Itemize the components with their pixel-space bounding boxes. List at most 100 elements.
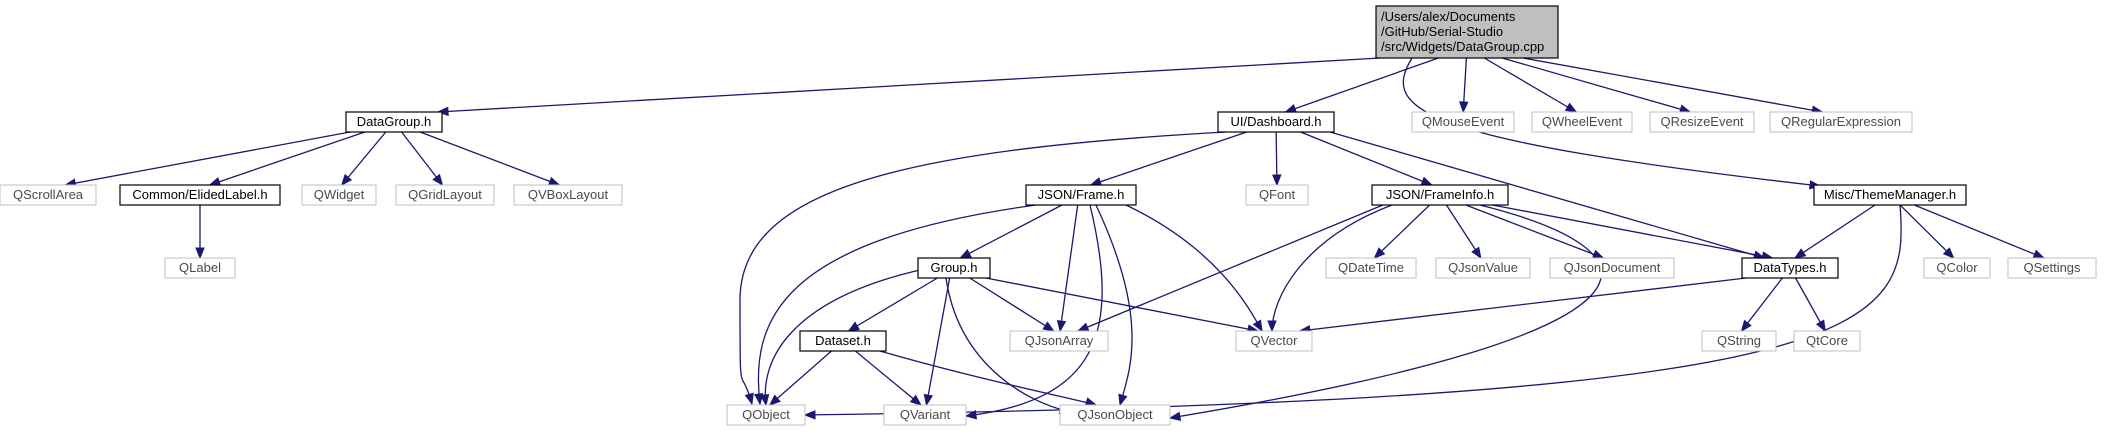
node-box-dataset_h <box>799 330 887 352</box>
edge-frameinfo_h-to-qjsonvalue <box>1445 204 1482 259</box>
edge-dashboard_h-to-datatypes_h <box>1329 131 1765 259</box>
node-frameinfo_h[interactable]: JSON/FrameInfo.h <box>1371 184 1509 206</box>
arrowhead-elidedlabel_h-to-qlabel <box>195 247 205 260</box>
node-qjsonobject: QJsonObject <box>1059 404 1171 426</box>
node-box-qvariant <box>883 404 967 426</box>
node-label-qdatetime: QDateTime <box>1338 260 1404 275</box>
node-label-root-line-2: /GitHub/Serial-Studio <box>1381 24 1503 39</box>
node-qsettings: QSettings <box>2007 257 2097 279</box>
node-box-datatypes_h <box>1741 257 1839 279</box>
node-label-qjsonvalue: QJsonValue <box>1448 260 1518 275</box>
node-box-qwidget <box>301 184 377 206</box>
edge-frameinfo_h-to-qjsonarray <box>1077 204 1384 332</box>
arrowhead-thememanager_h-to-datatypes_h <box>1793 248 1807 259</box>
edge-layer <box>63 57 2046 421</box>
edge-datagroup_h-to-qvboxlayout <box>419 131 560 186</box>
node-label-qresizeevent: QResizeEvent <box>1660 114 1743 129</box>
node-label-qvariant: QVariant <box>900 407 951 422</box>
node-qjsondocument: QJsonDocument <box>1549 257 1675 279</box>
node-box-frame_h <box>1025 184 1137 206</box>
node-box-qregexp <box>1769 111 1913 133</box>
edge-datatypes_h-to-qstring <box>1741 277 1783 332</box>
node-box-qgridlayout <box>395 184 495 206</box>
node-label-qsettings: QSettings <box>2023 260 2081 275</box>
node-box-qjsondocument <box>1549 257 1675 279</box>
arrowhead-group_h-to-qjsonarray <box>1042 321 1055 332</box>
node-label-qlabel: QLabel <box>179 260 221 275</box>
edge-dataset_h-to-qvariant <box>854 350 922 406</box>
node-label-qcolor: QColor <box>1936 260 1978 275</box>
node-box-qjsonvalue <box>1435 257 1531 279</box>
node-label-frameinfo_h: JSON/FrameInfo.h <box>1386 187 1494 202</box>
edge-frame_h-to-qvector <box>1125 204 1263 332</box>
node-label-datatypes_h: DataTypes.h <box>1754 260 1827 275</box>
node-qvboxlayout: QVBoxLayout <box>513 184 623 206</box>
node-dashboard_h[interactable]: UI/Dashboard.h <box>1217 111 1335 133</box>
edge-frameinfo_h-to-qvector <box>1271 204 1393 332</box>
node-thememanager_h[interactable]: Misc/ThemeManager.h <box>1813 184 1967 206</box>
arrowhead-datatypes_h-to-qstring <box>1740 319 1752 333</box>
edge-frame_h-to-qjsonarray <box>1059 204 1079 332</box>
arrowhead-frameinfo_h-to-qjsonarray <box>1076 322 1090 332</box>
node-box-qobject <box>726 404 806 426</box>
node-box-qjsonobject <box>1059 404 1171 426</box>
node-box-qstring <box>1701 330 1777 352</box>
node-box-dashboard_h <box>1217 111 1335 133</box>
arrowhead-frame_h-to-group_h <box>959 248 972 259</box>
node-root[interactable]: /Users/alex/Documents/GitHub/Serial-Stud… <box>1375 5 1559 59</box>
node-qobject: QObject <box>726 404 806 426</box>
edge-group_h-to-dataset_h <box>848 277 938 332</box>
node-box-frameinfo_h <box>1371 184 1509 206</box>
arrowhead-dashboard_h-to-frameinfo_h <box>1420 176 1434 186</box>
edge-datagroup_h-to-elidedlabel_h <box>209 131 366 186</box>
node-label-thememanager_h: Misc/ThemeManager.h <box>1824 187 1956 202</box>
node-label-qjsonarray: QJsonArray <box>1025 333 1094 348</box>
arrowhead-frame_h-to-qjsonobject <box>1118 393 1128 407</box>
node-datagroup_h[interactable]: DataGroup.h <box>345 111 443 133</box>
edge-dataset_h-to-qjsonobject <box>879 350 1097 406</box>
node-label-qobject: QObject <box>742 407 790 422</box>
arrowhead-frameinfo_h-to-qjsonobject <box>1168 411 1182 421</box>
arrowhead-group_h-to-qobject <box>759 393 770 407</box>
node-frame_h[interactable]: JSON/Frame.h <box>1025 184 1137 206</box>
node-elidedlabel_h[interactable]: Common/ElidedLabel.h <box>119 184 281 206</box>
node-box-qcolor <box>1923 257 1991 279</box>
node-box-qjsonarray <box>1009 330 1109 352</box>
arrowhead-dashboard_h-to-qfont <box>1272 174 1282 187</box>
node-label-qtcore: QtCore <box>1806 333 1848 348</box>
edge-frame_h-to-qjsonobject <box>1095 204 1133 406</box>
node-label-datagroup_h: DataGroup.h <box>357 114 431 129</box>
edge-thememanager_h-to-qcolor <box>1899 204 1955 259</box>
arrowhead-dataset_h-to-qvariant <box>909 394 922 406</box>
node-datatypes_h[interactable]: DataTypes.h <box>1741 257 1839 279</box>
node-box-qsettings <box>2007 257 2097 279</box>
node-box-group_h <box>917 257 991 279</box>
arrowhead-frameinfo_h-to-qvector <box>1267 320 1277 333</box>
node-label-qstring: QString <box>1717 333 1761 348</box>
arrowhead-thememanager_h-to-qcolor <box>1942 247 1955 259</box>
node-label-qjsonobject: QJsonObject <box>1077 407 1153 422</box>
node-label-qwheelevent: QWheelEvent <box>1542 114 1623 129</box>
node-qstring: QString <box>1701 330 1777 352</box>
node-qvector: QVector <box>1235 330 1313 352</box>
arrowhead-group_h-to-qvariant <box>923 393 933 407</box>
edge-datagroup_h-to-qgridlayout <box>401 131 443 186</box>
node-label-dashboard_h: UI/Dashboard.h <box>1230 114 1321 129</box>
node-box-qvboxlayout <box>513 184 623 206</box>
node-box-qscrollarea <box>0 184 97 206</box>
node-qmouseevent: QMouseEvent <box>1411 111 1515 133</box>
node-qwidget: QWidget <box>301 184 377 206</box>
node-box-root <box>1375 5 1559 59</box>
node-box-qfont <box>1245 184 1309 206</box>
edge-thememanager_h-to-datatypes_h <box>1794 204 1876 259</box>
node-label-elidedlabel_h: Common/ElidedLabel.h <box>132 187 267 202</box>
node-box-thememanager_h <box>1813 184 1967 206</box>
node-dataset_h[interactable]: Dataset.h <box>799 330 887 352</box>
edge-group_h-to-qvector <box>985 277 1259 332</box>
node-box-datagroup_h <box>345 111 443 133</box>
node-group_h[interactable]: Group.h <box>917 257 991 279</box>
node-qdatetime: QDateTime <box>1325 257 1417 279</box>
node-label-qjsondocument: QJsonDocument <box>1564 260 1661 275</box>
node-box-qwheelevent <box>1531 111 1633 133</box>
edge-root-to-dashboard_h <box>1285 57 1439 113</box>
